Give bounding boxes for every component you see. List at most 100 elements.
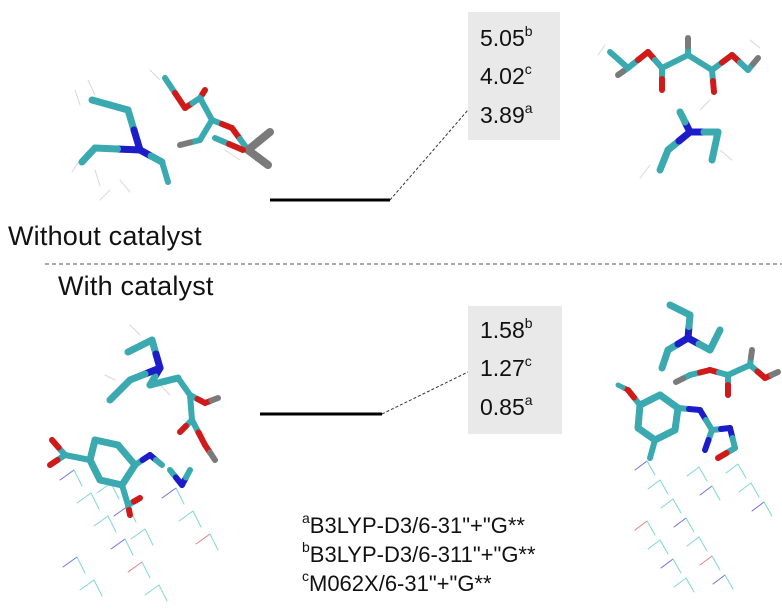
thin-bond [597, 44, 606, 56]
thin-bond [751, 501, 765, 512]
bond [106, 386, 124, 404]
thin-bond [646, 520, 656, 536]
thin-bond [639, 164, 651, 179]
thin-bond [104, 374, 116, 381]
bond [162, 75, 178, 96]
bond [226, 141, 246, 153]
thin-bond [110, 538, 126, 550]
thin-bond [634, 520, 648, 531]
thin-bond [130, 528, 146, 540]
energy-value: 4.02c [480, 61, 532, 89]
thin-bond [93, 579, 103, 597]
molecule-bottom-left [47, 324, 221, 602]
thin-bond [699, 555, 713, 566]
thin-bond [737, 463, 747, 479]
thin-bond [647, 539, 661, 550]
footnote-b: bB3LYP-D3/6-311"+"G** [302, 539, 536, 567]
bond [748, 347, 755, 361]
bond [177, 139, 193, 148]
bond [49, 437, 62, 451]
thin-bond [711, 555, 721, 571]
thin-bond [646, 460, 656, 476]
bond [183, 467, 193, 481]
bond [615, 68, 626, 78]
connector-with-catalyst [381, 371, 469, 415]
thin-bond [659, 539, 669, 555]
thin-bond [719, 149, 733, 161]
thin-bond [161, 487, 177, 499]
thin-bond [763, 501, 773, 517]
bond [89, 436, 99, 454]
energy-panel-without-catalyst: 5.05b 4.02c 3.89a [468, 12, 560, 140]
thin-bond [685, 577, 695, 593]
bond [656, 156, 668, 174]
footnote-a: aB3LYP-D3/6-31"+"G** [302, 510, 525, 538]
thin-bond [686, 536, 700, 547]
thin-bond [178, 510, 194, 522]
energy-value: 5.05b [480, 23, 533, 51]
bond [702, 437, 712, 453]
thin-bond [685, 517, 695, 533]
thin-bond [141, 561, 151, 579]
thin-bond [750, 482, 760, 498]
thin-bond [94, 169, 101, 187]
thin-bond [87, 79, 96, 96]
energy-value: 1.58b [480, 315, 533, 343]
label-without-catalyst: Without catalyst [8, 221, 202, 251]
thin-bond [660, 498, 674, 509]
thin-bond [124, 538, 134, 556]
thin-bond [634, 460, 648, 471]
bond [131, 495, 143, 505]
thin-bond [699, 485, 713, 496]
bond [255, 128, 274, 145]
footnote-c: cM062X/6-31"+"G** [302, 568, 492, 596]
bond [91, 144, 121, 153]
thin-bond [99, 189, 111, 201]
thin-bond [195, 533, 211, 545]
thin-bond [711, 485, 721, 501]
thin-bond [673, 577, 687, 588]
bond [47, 457, 61, 468]
thin-bond [724, 574, 734, 590]
thin-bond [93, 515, 109, 527]
thin-bond [660, 558, 674, 569]
bond [715, 450, 730, 461]
molecule-top-left [71, 69, 274, 201]
thin-bond [119, 179, 131, 193]
thin-bond [107, 515, 117, 533]
bond [177, 423, 189, 435]
bond [208, 395, 221, 404]
thin-bond [127, 561, 143, 573]
bond [615, 382, 626, 390]
bond [673, 375, 686, 385]
thin-bond [62, 556, 78, 568]
bond [153, 457, 165, 468]
bond [658, 355, 669, 372]
bond [708, 142, 719, 164]
molecule-bottom-right [615, 301, 781, 593]
connector-without-catalyst [389, 109, 469, 201]
bond [676, 108, 689, 126]
bond [114, 145, 144, 154]
molecule-top-right [597, 35, 761, 179]
bond [172, 90, 188, 111]
thin-bond [90, 492, 100, 510]
thin-bond [712, 574, 726, 585]
thin-bond [673, 517, 687, 528]
thin-bond [699, 99, 711, 111]
thin-bond [192, 510, 202, 528]
thin-bond [76, 556, 86, 574]
thin-bond [76, 492, 92, 504]
bond [666, 301, 684, 314]
thin-bond [224, 149, 241, 161]
bond [162, 169, 171, 185]
bond [647, 446, 656, 461]
bond [207, 449, 218, 463]
thin-bond [749, 39, 761, 49]
thin-bond [149, 69, 161, 81]
bond [710, 78, 717, 95]
thin-bond [159, 384, 171, 396]
label-with-catalyst: With catalyst [58, 271, 214, 301]
thin-bond [725, 463, 739, 474]
